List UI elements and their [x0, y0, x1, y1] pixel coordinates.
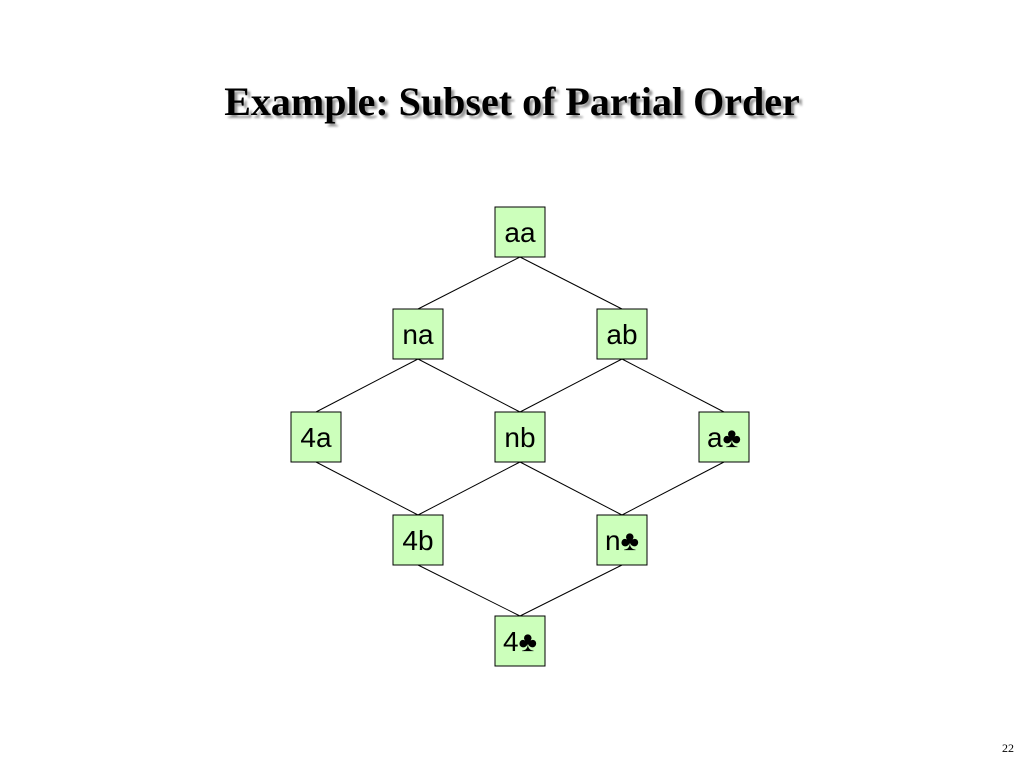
edge-na-to-aa: [417, 256, 521, 310]
node-label-aa: aa: [504, 217, 536, 248]
node-label-4-club: 4♣: [503, 626, 537, 657]
edge-4b-to-4a: [315, 461, 419, 516]
slide-title: Example: Subset of Partial Order: [224, 79, 800, 124]
node-label-ab: ab: [606, 319, 637, 350]
node-box-aa: [494, 206, 546, 258]
edge-n-club-to-nb: [519, 461, 623, 516]
edge-nb-to-ab: [519, 358, 623, 413]
node-box-a-club: [698, 411, 750, 463]
node-box-4a: [290, 411, 342, 463]
node-aa: aa: [494, 206, 546, 258]
node-box-n-club: [596, 514, 648, 566]
node-nb: nb: [494, 411, 546, 463]
node-box-nb: [494, 411, 546, 463]
node-a-club: a♣: [698, 411, 750, 463]
edge-ab-to-aa: [519, 256, 623, 310]
node-label-4a: 4a: [300, 422, 332, 453]
node-4b: 4b: [392, 514, 444, 566]
node-box-ab: [596, 308, 648, 360]
edges-layer: [315, 256, 725, 617]
node-4-club: 4♣: [494, 615, 546, 667]
node-box-na: [392, 308, 444, 360]
node-4a: 4a: [290, 411, 342, 463]
node-box-4-club: [494, 615, 546, 667]
edge-nb-to-na: [417, 358, 521, 413]
node-label-a-club: a♣: [707, 422, 741, 453]
edge-n-club-to-a-club: [621, 461, 725, 516]
nodes-layer: aa na ab 4a nb a♣ 4b n♣ 4♣: [290, 206, 750, 667]
edge-4-club-to-n-club: [519, 564, 623, 617]
edge-4a-to-na: [315, 358, 419, 413]
node-label-4b: 4b: [402, 525, 433, 556]
node-n-club: n♣: [596, 514, 648, 566]
node-label-nb: nb: [504, 422, 535, 453]
page-number: 22: [1002, 741, 1014, 755]
node-na: na: [392, 308, 444, 360]
node-ab: ab: [596, 308, 648, 360]
edge-4b-to-nb: [417, 461, 521, 516]
node-label-n-club: n♣: [605, 525, 639, 556]
node-box-4b: [392, 514, 444, 566]
edge-a-club-to-ab: [621, 358, 725, 413]
node-label-na: na: [402, 319, 434, 350]
edge-4-club-to-4b: [417, 564, 521, 617]
